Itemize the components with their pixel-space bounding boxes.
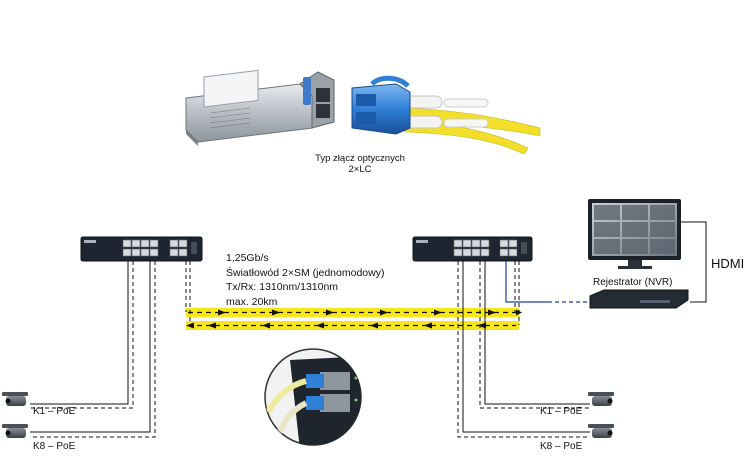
- fiber-link: [185, 261, 522, 330]
- camera-right-k1: [588, 392, 614, 406]
- camera-right-k8: [588, 424, 614, 438]
- sfp-caption-line2: 2×LC: [348, 164, 372, 175]
- nvr-recorder-image: [589, 289, 689, 309]
- link-spec: 1,25Gb/s Światłowód 2×SM (jednomodowy) T…: [226, 251, 384, 309]
- camera-label-left-k1: K1 – PoE: [33, 406, 76, 417]
- spec-fiber-type: Światłowód 2×SM (jednomodowy): [226, 266, 385, 279]
- lc-connector-image: [351, 75, 541, 155]
- left-switch: [80, 236, 203, 262]
- camera-label-right-k8: K8 – PoE: [540, 441, 583, 452]
- sfp-module-image: [185, 69, 335, 146]
- spec-wavelength: Tx/Rx: 1310nm/1310nm: [226, 281, 339, 293]
- spec-max-distance: max. 20km: [226, 295, 278, 308]
- left-camera-cabling: [30, 261, 156, 438]
- monitor-image: [588, 199, 681, 269]
- hdmi-cable: [680, 221, 707, 303]
- sfp-detail-photo: [264, 348, 362, 446]
- camera-left-k8: [2, 424, 28, 438]
- right-switch: [412, 236, 533, 262]
- hdmi-label: HDMI: [711, 256, 745, 271]
- right-camera-cabling: [457, 261, 590, 438]
- sfp-caption-line1: Typ złącz optycznych: [315, 153, 405, 164]
- spec-speed: 1,25Gb/s: [226, 252, 269, 264]
- sfp-caption: Typ złącz optycznych 2×LC: [300, 153, 420, 175]
- camera-left-k1: [2, 392, 28, 406]
- camera-label-right-k1: K1 – PoE: [540, 406, 583, 417]
- camera-label-left-k8: K8 – PoE: [33, 441, 76, 452]
- nvr-link: [505, 261, 588, 303]
- nvr-label: Rejestrator (NVR): [593, 277, 673, 288]
